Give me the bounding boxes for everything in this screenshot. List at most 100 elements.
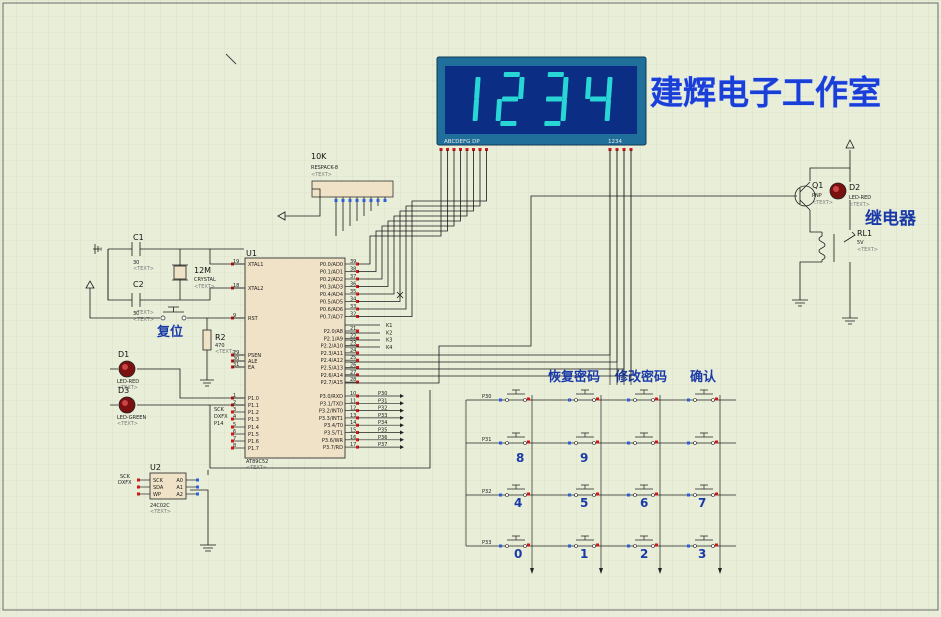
u2-part: 24C02C: [150, 503, 170, 509]
keypad-row-label: P33: [482, 540, 491, 546]
key-label-confirm: 确认: [690, 369, 717, 385]
keypad-key-r4c1[interactable]: [499, 535, 530, 548]
net-label-k3: K3: [386, 338, 392, 344]
crystal-x1[interactable]: 12M CRYSTAL <TEXT>: [172, 264, 216, 290]
svg-text:P2.4/A12: P2.4/A12: [321, 358, 343, 364]
keypad-key-r2c2[interactable]: [568, 432, 599, 445]
display-seg-pin: [439, 148, 443, 151]
key-label-modify: 修改密码: [614, 369, 667, 385]
svg-text:15: 15: [350, 428, 356, 434]
svg-text:P1.1: P1.1: [248, 403, 259, 409]
net-label-p37: P37: [378, 442, 387, 448]
rl1-value: 5V: [857, 240, 864, 246]
display-seg-pin: [465, 148, 469, 151]
svg-text:31: 31: [233, 362, 239, 368]
svg-text:PSEN: PSEN: [248, 353, 261, 359]
r2-value: 470: [215, 343, 225, 349]
segment-d: [500, 121, 517, 126]
display-seg-pin: [485, 148, 488, 151]
keypad-key-r1c2[interactable]: [568, 389, 599, 402]
svg-text:12: 12: [350, 406, 356, 412]
reset-button[interactable]: <TEXT> 复位: [133, 306, 187, 340]
keypad-key-r3c4[interactable]: [687, 484, 718, 497]
rl1-text: <TEXT>: [857, 247, 878, 253]
segment-pin-labels: ABCDEFG DP: [444, 139, 480, 145]
capacitor-c2[interactable]: C2 30 <TEXT>: [131, 280, 154, 323]
svg-text:P1.4: P1.4: [248, 425, 259, 431]
segment-b: [606, 77, 613, 99]
d3-text: <TEXT>: [117, 421, 138, 427]
svg-text:P0.7/AD7: P0.7/AD7: [320, 315, 343, 321]
led-d3[interactable]: D3 LED-GREEN <TEXT>: [117, 386, 146, 427]
net-label-p34: P34: [378, 420, 387, 426]
display-digit-pin: [615, 148, 619, 151]
digit-1: [472, 77, 481, 121]
net-label-p33: P33: [378, 413, 387, 419]
relay-rl1[interactable]: RL1 5V <TEXT>: [818, 229, 878, 262]
svg-text:13: 13: [350, 413, 356, 419]
svg-text:XTAL1: XTAL1: [248, 262, 263, 268]
svg-text:39: 39: [350, 259, 356, 265]
seven-segment-display[interactable]: ABCDEFG DP 1234: [436, 56, 647, 146]
svg-text:38: 38: [350, 267, 356, 273]
svg-text:P3.2/INT0: P3.2/INT0: [319, 409, 343, 415]
segment-a: [503, 72, 520, 77]
svg-text:8: 8: [233, 443, 236, 449]
keypad-key-r1c3[interactable]: [627, 389, 658, 402]
net-label-k4: K4: [386, 345, 392, 351]
resistor-r2[interactable]: R2 470 <TEXT>: [202, 329, 236, 355]
net-label-p30: P30: [378, 391, 387, 397]
keypad-key-r1c1[interactable]: [499, 389, 530, 402]
svg-text:35: 35: [350, 289, 356, 295]
digit-3: [544, 72, 569, 126]
keypad-key-r3c1[interactable]: [499, 484, 530, 497]
svg-text:P2.0/A8: P2.0/A8: [324, 329, 343, 335]
svg-text:A2: A2: [176, 492, 183, 498]
keypad-digit-6: 6: [640, 496, 648, 510]
keypad-key-r1c4[interactable]: [687, 389, 718, 402]
keypad-key-r3c2[interactable]: [568, 484, 599, 497]
r2-text: <TEXT>: [215, 349, 236, 355]
c2-value: 30: [133, 311, 139, 317]
rpack-text: <TEXT>: [311, 172, 332, 178]
u2-text: <TEXT>: [150, 509, 171, 515]
svg-text:A0: A0: [176, 478, 183, 484]
transistor-q1[interactable]: Q1 PNP <TEXT>: [794, 181, 833, 211]
crystal-text: <TEXT>: [194, 284, 215, 290]
display-digits: [472, 72, 613, 126]
keypad-key-r2c3[interactable]: [627, 432, 658, 445]
svg-text:6: 6: [233, 429, 236, 435]
capacitor-c1[interactable]: C1 30 <TEXT>: [131, 233, 154, 272]
svg-text:22: 22: [350, 333, 356, 339]
led-d1[interactable]: D1 LED-RED <TEXT>: [117, 350, 139, 391]
svg-text:7: 7: [233, 436, 236, 442]
reset-label: 复位: [156, 324, 183, 340]
mcu-ref: U1: [246, 249, 257, 258]
segment-e: [495, 99, 503, 121]
keypad-key-r2c1[interactable]: [499, 432, 530, 445]
c1-text: <TEXT>: [133, 266, 154, 272]
svg-text:P2.5/A13: P2.5/A13: [321, 366, 343, 372]
led-d2[interactable]: D2 LED-RED <TEXT>: [829, 182, 871, 208]
display-pins: [439, 148, 633, 151]
keypad-key-r4c4[interactable]: [687, 535, 718, 548]
keypad-key-r4c2[interactable]: [568, 535, 599, 548]
net-label-p32: P32: [378, 406, 387, 412]
keypad-key-r4c3[interactable]: [627, 535, 658, 548]
svg-text:14: 14: [350, 420, 356, 426]
svg-text:P3.3/INT1: P3.3/INT1: [319, 416, 343, 422]
keypad-key-r2c4[interactable]: [687, 432, 718, 445]
d2-text: <TEXT>: [849, 202, 870, 208]
svg-text:10: 10: [350, 391, 356, 397]
keypad-key-r3c3[interactable]: [627, 484, 658, 497]
display-digit-pin: [622, 148, 626, 151]
svg-text:29: 29: [233, 350, 239, 356]
net-label-p35: P35: [378, 428, 387, 434]
